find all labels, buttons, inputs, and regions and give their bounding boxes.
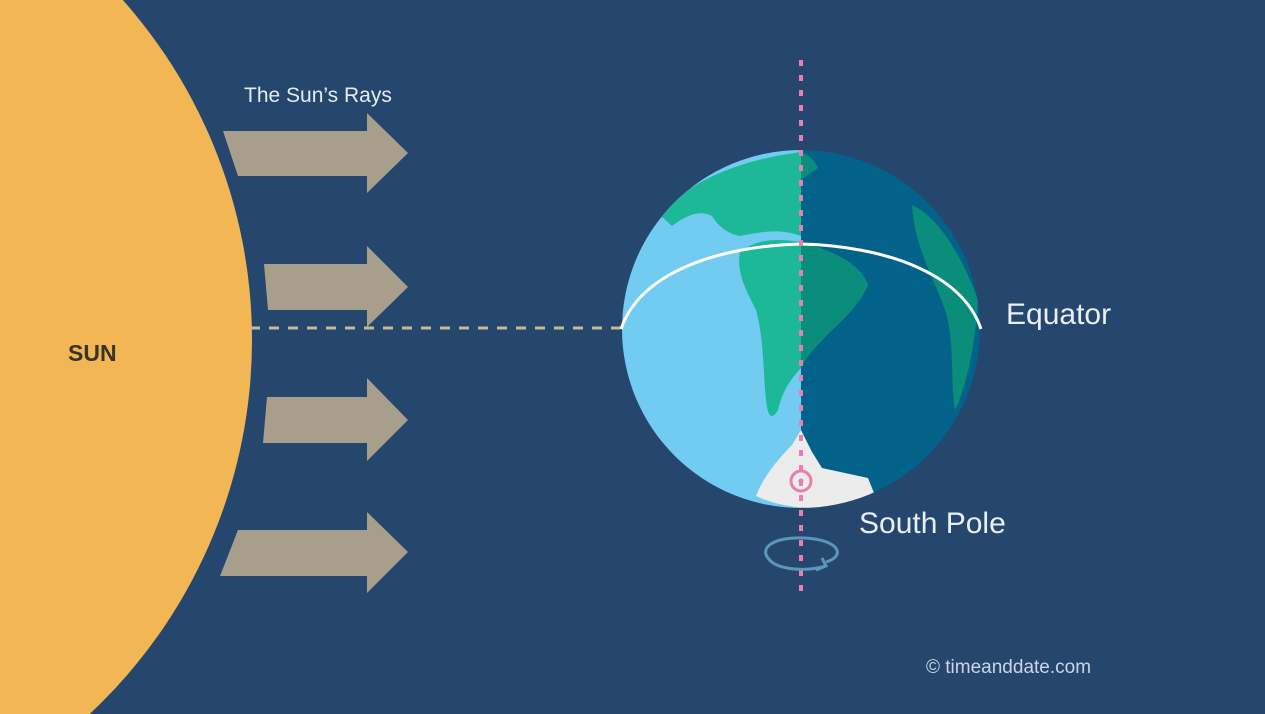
- sun-rays-icon: [220, 113, 408, 593]
- africa-edge-land: [912, 205, 978, 410]
- south-pole-marker-icon: [789, 469, 813, 493]
- ray-arrow-2: [264, 246, 408, 327]
- sun-label: SUN: [68, 340, 117, 366]
- ray-arrow-4: [220, 512, 408, 593]
- south-pole-label: South Pole: [859, 507, 1006, 540]
- copyright-credit: © timeanddate.com: [926, 657, 1092, 678]
- sun-rays-label: The Sun’s Rays: [244, 84, 392, 107]
- central-america-land: [706, 190, 742, 212]
- ray-arrow-1: [223, 113, 408, 193]
- ray-arrow-3: [263, 378, 408, 461]
- rotation-arrow-icon: [764, 536, 839, 572]
- equator-label: Equator: [1006, 298, 1112, 331]
- sun-disc: [0, 0, 252, 714]
- antarctica-ice: [756, 430, 876, 508]
- south-america-land: [739, 240, 801, 416]
